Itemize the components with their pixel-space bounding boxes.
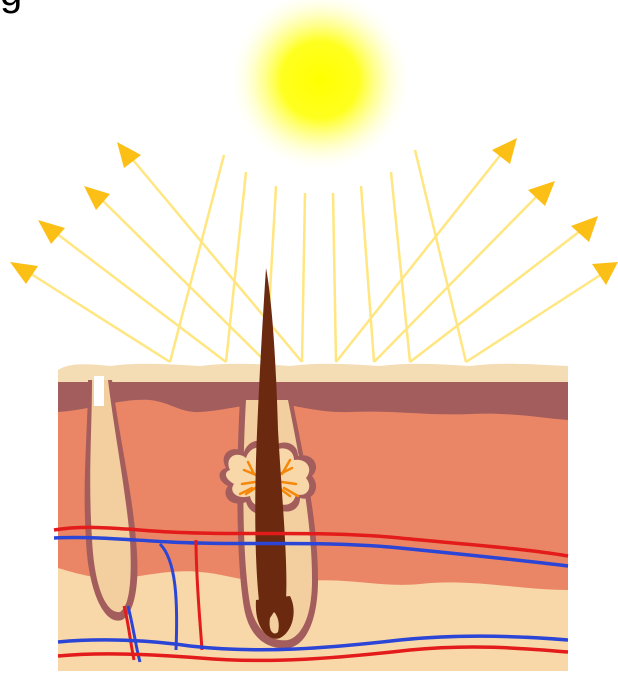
ray-in bbox=[361, 186, 374, 362]
arrowhead-icon bbox=[38, 220, 65, 244]
ray-in bbox=[415, 150, 466, 362]
ray-in bbox=[333, 193, 336, 362]
reflected-rays bbox=[28, 148, 605, 362]
skin-cross-section bbox=[54, 268, 568, 671]
sun-icon bbox=[228, 0, 412, 172]
arrowhead-icon bbox=[592, 262, 618, 285]
ray-in bbox=[302, 193, 305, 362]
ray-out-left bbox=[28, 272, 170, 362]
arrowhead-icon bbox=[10, 262, 38, 284]
ray-out-right bbox=[374, 192, 541, 362]
arrowhead-icon bbox=[84, 186, 110, 210]
corner-text: g bbox=[0, 0, 22, 12]
stratum-corneum bbox=[58, 364, 568, 382]
arrowhead-icon bbox=[571, 216, 598, 242]
left-follicle-opening bbox=[94, 376, 104, 406]
ray-out-right bbox=[466, 272, 605, 362]
